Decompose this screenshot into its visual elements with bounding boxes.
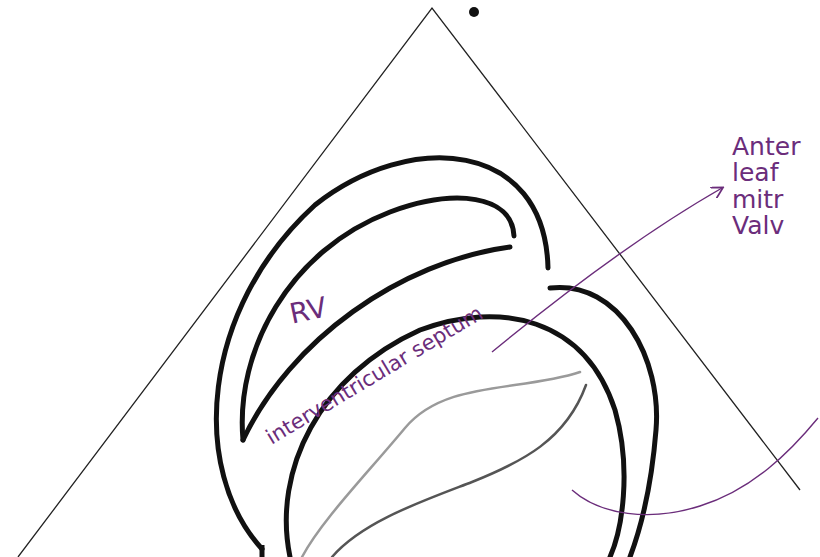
lv-inner-wall [286,317,624,557]
chamber-label: RV [287,293,329,329]
mitral-leaflet [332,385,586,557]
wall-end [260,545,265,557]
structure-label: Anter leaf mitr Valv [732,134,816,239]
leader-line [572,418,818,515]
sector-outline [18,8,800,557]
septum-line [243,247,510,440]
orientation-dot [469,7,479,17]
leader-line [492,188,722,352]
